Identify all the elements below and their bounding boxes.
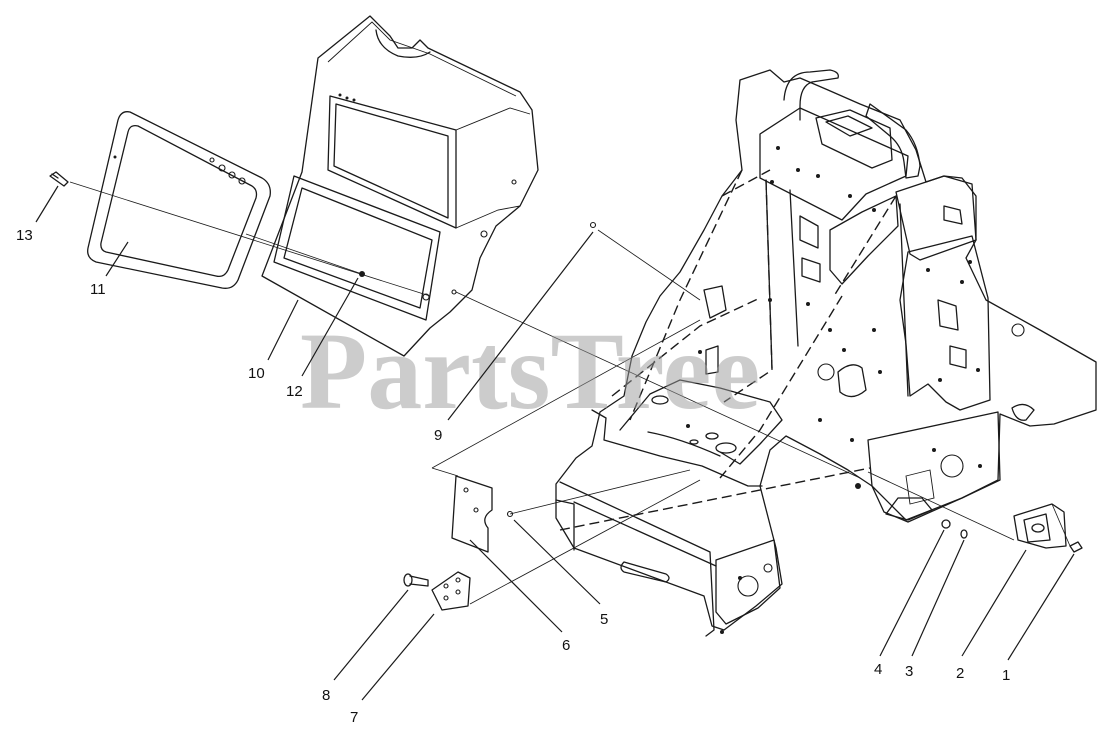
washer-part-5 bbox=[506, 510, 514, 518]
nut-part-9 bbox=[589, 221, 597, 229]
callout-13: 13 bbox=[16, 227, 33, 244]
callout-6: 6 bbox=[562, 637, 570, 654]
callout-12: 12 bbox=[286, 383, 303, 400]
callout-3: 3 bbox=[905, 663, 913, 680]
plate-part-6 bbox=[451, 475, 493, 553]
bolt-part-8 bbox=[403, 573, 429, 587]
pin-fastener-part bbox=[49, 171, 69, 187]
bolt-part-1 bbox=[1069, 541, 1083, 553]
watermark: PartsTree bbox=[300, 310, 760, 432]
assembly-lines bbox=[69, 181, 1071, 605]
callout-8: 8 bbox=[322, 687, 330, 704]
callout-9: 9 bbox=[434, 427, 442, 444]
callout-7: 7 bbox=[350, 709, 358, 726]
callout-leaders bbox=[35, 185, 1075, 701]
callout-2: 2 bbox=[956, 665, 964, 682]
callout-10: 10 bbox=[248, 365, 265, 382]
console-panel-part bbox=[261, 15, 539, 357]
window-frame-part bbox=[87, 111, 271, 289]
bracket-part-2 bbox=[1013, 503, 1067, 549]
callout-4: 4 bbox=[874, 661, 882, 678]
mounting-plate-part bbox=[431, 571, 471, 611]
main-frame-part bbox=[555, 69, 1097, 637]
spacer-part-4 bbox=[941, 519, 951, 529]
callout-5: 5 bbox=[600, 611, 608, 628]
callout-11: 11 bbox=[90, 281, 106, 298]
washer-part-3 bbox=[960, 529, 968, 539]
callout-1: 1 bbox=[1002, 667, 1010, 684]
